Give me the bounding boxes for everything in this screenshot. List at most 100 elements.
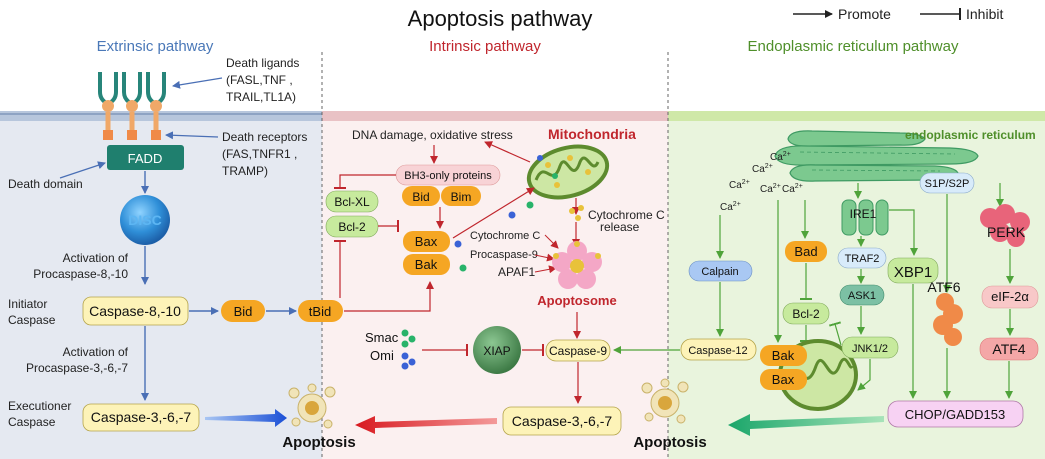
bid-box: [402, 186, 440, 206]
er-label: endoplasmic reticulum: [905, 128, 1036, 142]
jnk-inhibit-bcl2-arrow: [828, 321, 842, 346]
cyto-dot: [454, 240, 462, 248]
bcl-2-box-er: [782, 302, 830, 325]
traf2-label: TRAF2: [845, 253, 880, 265]
bak-box-er: [760, 345, 807, 366]
caspase-9-label: Caspase-9: [549, 344, 607, 358]
ire1-complex: [841, 199, 889, 236]
ire1-to-xbp1-arrow: [889, 209, 918, 256]
atf4-box: [979, 337, 1039, 361]
bcl-2-label-intrinsic: Bcl-2: [338, 220, 366, 234]
eif2a-box: [981, 285, 1039, 309]
svg-text:Ca2+: Ca2+: [782, 183, 803, 195]
activation-3-line2: Procaspase-3,-6,-7: [26, 361, 128, 375]
disc-label: DISC: [128, 212, 161, 228]
cyto-dot: [526, 201, 534, 209]
cyto-dot: [459, 264, 467, 272]
calpain-box: [688, 260, 753, 282]
jnk-label: JNK1/2: [852, 343, 888, 355]
death-receptors-label: Death receptors: [222, 130, 307, 144]
bid-box-extrinsic: [221, 300, 265, 322]
s1p-s2p-box: [919, 172, 975, 194]
bax-label-intrinsic: Bax: [415, 234, 438, 249]
bim-label: Bim: [451, 190, 472, 204]
svg-text:Ca2+: Ca2+: [752, 163, 773, 175]
s1p-s2p-label: S1P/S2P: [925, 178, 970, 190]
bcl-2-label-er: Bcl-2: [792, 307, 820, 321]
xiap-sphere: [473, 326, 521, 374]
bcl-xl-label: Bcl-XL: [334, 195, 370, 209]
traf2-box: [837, 247, 887, 269]
ire1-label: IRE1: [850, 207, 877, 221]
caspase-9-box: [545, 339, 611, 362]
caspase-8-10-box: [82, 296, 189, 326]
ligand-pointer: [172, 77, 223, 89]
ask1-box: [839, 284, 885, 306]
cytochrome-c-dots: [569, 205, 584, 221]
membrane-line: [0, 113, 322, 115]
extrinsic-region: [0, 118, 322, 459]
executioner-line2: Caspase: [8, 415, 56, 429]
caspase-3-6-7-label-extrinsic: Caspase-3,-6,-7: [91, 409, 192, 425]
membrane-intrinsic: [322, 111, 668, 121]
mitochondrion-intrinsic: [526, 144, 610, 200]
bax-box-er: [760, 369, 807, 390]
initiator-line1: Initiator: [8, 297, 47, 311]
diagram-title: Apoptosis pathway: [408, 6, 593, 31]
calpain-label: Calpain: [701, 266, 738, 278]
big-blue-arrow: [205, 409, 287, 427]
caspase-3-6-7-box-intrinsic: [502, 406, 622, 436]
procaspase-9-label: Procaspase-9: [470, 249, 538, 261]
dna-damage-label: DNA damage, oxidative stress: [352, 128, 513, 142]
procasp9-pointer: [534, 253, 555, 262]
tbid-to-bak-arrow: [344, 281, 434, 312]
xbp1-box: [887, 257, 939, 284]
bax-to-mito-arrow: [452, 187, 535, 239]
activation-3-line1: Activation of: [63, 345, 129, 359]
receptor-pointer: [165, 131, 219, 140]
death-receptors-list-2: TRAMP): [222, 164, 268, 178]
jnk-to-mito-arrow: [857, 359, 871, 391]
tbid-label: tBid: [309, 304, 331, 319]
fadd-label: FADD: [128, 151, 163, 166]
atf4-label: ATF4: [992, 341, 1025, 357]
big-red-arrow: [355, 416, 497, 434]
apoptotic-cell-right: [641, 378, 689, 424]
bak-label-er: Bak: [772, 348, 795, 363]
fadd-box: [107, 145, 184, 170]
bim-box: [441, 186, 481, 206]
apaf1-pointer: [534, 265, 557, 274]
bid-label-extrinsic: Bid: [234, 304, 253, 319]
atf6-label: ATF6: [927, 279, 960, 295]
xbp1-label: XBP1: [894, 264, 932, 281]
apoptosome-complex: [552, 241, 602, 289]
legend-promote-label: Promote: [838, 6, 891, 22]
death-receptor-trimer: [98, 72, 166, 140]
svg-text:Ca2+: Ca2+: [760, 183, 781, 195]
apoptosis-label-right: Apoptosis: [633, 434, 706, 451]
cytoc-pointer: [544, 234, 559, 249]
cyto-release-line2: release: [600, 220, 640, 234]
omi-label: Omi: [370, 348, 394, 363]
caspase-8-10-label: Caspase-8,-10: [89, 303, 181, 319]
membrane-er: [668, 111, 1045, 121]
death-ligands-label: Death ligands: [226, 56, 299, 70]
cyto-dot: [508, 211, 516, 219]
death-ligands-list-1: (FASL,TNF ,: [226, 73, 293, 87]
activation-8-line2: Procaspase-8,-10: [33, 267, 128, 281]
svg-text:Ca2+: Ca2+: [729, 179, 750, 191]
bcl-xl-box: [325, 190, 379, 213]
mitochondria-label: Mitochondria: [548, 126, 636, 142]
ask1-label: ASK1: [848, 290, 876, 302]
perk-protein: [980, 204, 1030, 247]
apaf1-label: APAF1: [498, 265, 535, 279]
big-green-arrow: [728, 414, 884, 436]
bax-label-er: Bax: [772, 372, 795, 387]
executioner-line1: Executioner: [8, 399, 71, 413]
header-intrinsic: Intrinsic pathway: [429, 38, 541, 55]
caspase-12-box: [680, 338, 757, 361]
svg-text:Ca2+: Ca2+: [770, 151, 791, 163]
bid-label: Bid: [412, 190, 429, 204]
chop-gadd153-box: [887, 400, 1024, 428]
